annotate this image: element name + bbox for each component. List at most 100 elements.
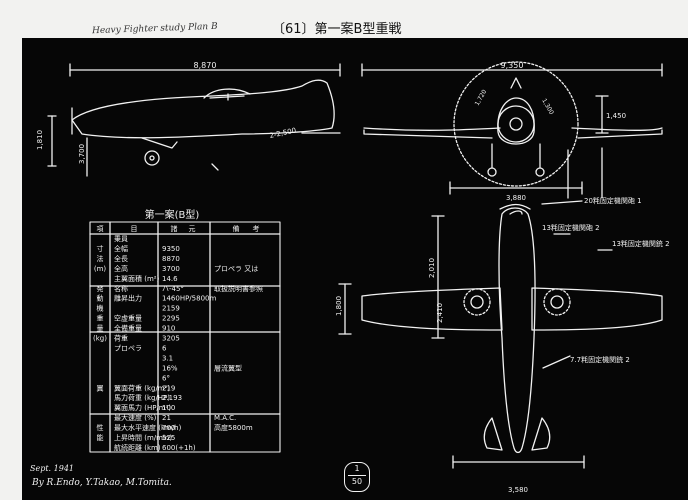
signature-date: Sept. 1941: [30, 464, 74, 473]
spec-cell-r20-c0: 能: [97, 433, 104, 442]
spec-table-frame: [89, 221, 281, 453]
spec-cell-r11-c2: 6: [162, 345, 167, 353]
spec-cell-r9-c2: 910: [162, 325, 175, 333]
spec-cell-r9-c0: 量: [97, 325, 104, 333]
spec-cell-r13-c3: 層流翼型: [214, 363, 242, 372]
th-1: 目: [131, 225, 138, 233]
spec-cell-r18-c1: 最大速度 (%): [114, 413, 157, 422]
spec-cell-r19-c0: 性: [97, 423, 104, 432]
plan-right-wing: [531, 287, 663, 331]
spec-cell-r8-c2: 2295: [162, 315, 180, 323]
spec-cell-r5-c1: 名称: [114, 284, 128, 293]
dim-side-height: 1,810: [36, 130, 44, 150]
page-header: Heavy Fighter study Plan B 〔61〕第一案B型重戦: [0, 0, 688, 40]
dim-front-span: 9,350: [501, 61, 524, 70]
side-view: [47, 63, 341, 177]
spec-cell-r17-c1: 翼面馬力 (HP/m²): [114, 403, 171, 412]
side-wheel-hub: [149, 155, 155, 161]
scale-fraction-bar: [348, 475, 366, 476]
spec-cell-r16-c2: 2.193: [162, 394, 182, 402]
th-5: 考: [253, 225, 260, 233]
callout-7-7mm-mg: 7.7粍固定機関銃 2: [570, 355, 630, 364]
spec-cell-r10-c0: (kg): [93, 335, 107, 343]
spec-cell-r20-c1: 上昇時間 (m/min): [114, 433, 172, 442]
callout-20mm-cannon: 20粍固定機関砲 1: [584, 196, 642, 205]
dim-tail-span: 3,580: [508, 486, 528, 494]
dim-chord: 2,410: [436, 303, 444, 323]
drawing-title: 〔61〕第一案B型重戦: [272, 22, 402, 37]
spec-cell-r8-c1: 空虚重量: [114, 314, 142, 323]
spec-cell-r5-c3: 取扱説明書参照: [214, 284, 263, 293]
scale-numerator: 1: [354, 464, 360, 473]
spec-cell-r1-c1: 全幅: [114, 244, 128, 253]
spec-cell-r8-c0: 重: [97, 315, 104, 323]
spec-cell-r12-c2: 3.1: [162, 354, 173, 362]
blueprint-drawing: 8,870 9,350 1,450 1,810 3,700 3,880 2-2,…: [36, 61, 670, 494]
spec-cell-r5-c2: ハ-45°: [162, 285, 184, 293]
dim-b: 1,300: [540, 98, 555, 117]
dim-root-chord: 1,800: [335, 296, 343, 316]
spec-cell-r0-c1: 乗員: [114, 234, 128, 243]
front-view: [361, 61, 663, 199]
spec-cell-r15-c2: 219: [162, 384, 175, 392]
spec-cell-r19-c3: 高度5800m: [214, 423, 253, 432]
th-3: 元: [189, 225, 196, 233]
th-2: 諸: [171, 224, 178, 233]
spec-cell-r19-c1: 最大水平速度 (km/h): [114, 423, 182, 432]
spec-cell-r19-c2: 700: [162, 424, 175, 432]
spec-cell-r7-c0: 機: [97, 304, 104, 313]
signature-authors: By R.Endo, Y.Takao, M.Tomita.: [32, 478, 172, 488]
spec-cell-r1-c2: 9350: [162, 245, 180, 253]
spec-cell-r2-c1: 全長: [114, 254, 128, 263]
plan-view: [338, 200, 663, 469]
spec-cell-r6-c0: 動: [97, 294, 104, 303]
spec-cell-r5-c0: 発: [97, 284, 104, 293]
scale-denominator: 50: [351, 477, 363, 486]
th-4: 備: [233, 224, 240, 233]
spec-cell-r17-c2: 100: [162, 404, 175, 412]
spec-cell-r10-c2: 3205: [162, 335, 180, 343]
spec-cell-r16-c1: 馬力荷重 (kg/HP): [114, 393, 170, 402]
dim-track: 3,880: [506, 194, 526, 202]
spec-table-title: 第一案(B型): [145, 208, 200, 221]
spec-cell-r2-c2: 8870: [162, 255, 180, 263]
spec-cell-r15-c0: 翼: [97, 384, 104, 392]
spec-cell-r6-c2: 1460HP/5800m: [162, 295, 216, 303]
spec-cell-r18-c3: M.A.C.: [214, 414, 236, 422]
spec-cell-r9-c1: 全備重量: [114, 324, 142, 333]
callout-13mm-cannon: 13粍固定機関砲 2: [542, 223, 600, 232]
spec-cell-r11-c1: プロペラ: [114, 345, 142, 353]
spec-cell-r3-c1: 全高: [114, 264, 128, 273]
plan-fuselage: [498, 207, 536, 454]
spec-cell-r15-c1: 翼面荷重 (kg/m²): [114, 383, 170, 392]
dim-side-note: 2-2,500: [269, 127, 297, 140]
spec-cell-r13-c2: 16%: [162, 364, 178, 372]
spec-cell-r21-c1: 航続距離 (km): [114, 443, 161, 452]
spec-cell-r3-c3: プロペラ 又は: [214, 265, 258, 273]
side-wheel: [144, 150, 160, 166]
dim-height: 1,450: [606, 112, 626, 120]
prop-disc: [453, 61, 579, 187]
spec-cell-r4-c1: 主翼面積 (m²): [114, 274, 160, 283]
spec-cell-r1-c0: 寸: [97, 244, 104, 253]
spec-cell-r18-c2: 21: [162, 414, 171, 422]
spec-cell-r7-c2: 2159: [162, 305, 180, 313]
spec-cell-r4-c2: 14.6: [162, 275, 178, 283]
plan-tail: [483, 417, 551, 451]
spec-cell-r6-c1: 離昇出力: [114, 294, 142, 303]
blueprint-board: 8,870 9,350 1,450 1,810 3,700 3,880 2-2,…: [22, 38, 688, 500]
dim-a: 1,720: [474, 88, 489, 107]
dim-fus-length: 2,010: [428, 258, 436, 278]
th-0: 項: [97, 225, 104, 233]
handwritten-note: Heavy Fighter study Plan B: [91, 21, 218, 37]
spec-cell-r21-c2: 600(+1h): [162, 444, 196, 452]
spec-cell-r10-c1: 荷重: [114, 334, 128, 343]
dim-side-span: 8,870: [194, 61, 217, 70]
dim-prop-dia: 3,700: [78, 144, 86, 164]
spec-cell-r14-c2: 6°: [162, 374, 170, 382]
plan-left-wing: [361, 287, 503, 331]
spec-cell-r20-c2: 525: [162, 434, 175, 442]
spec-cell-r3-c0: (m): [94, 265, 107, 273]
spec-cell-r2-c0: 法: [97, 254, 104, 263]
